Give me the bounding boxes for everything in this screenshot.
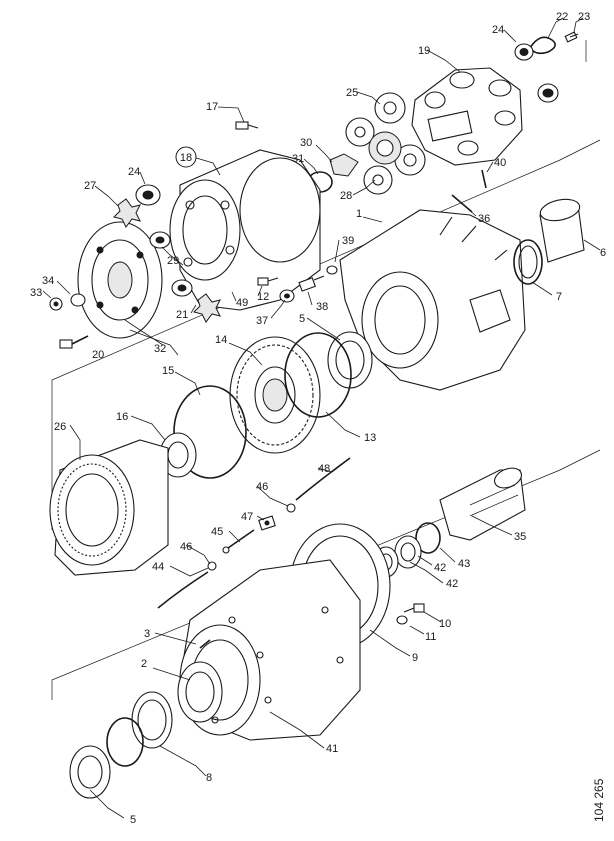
- callout-15: 15: [162, 365, 174, 377]
- callout-13: 13: [364, 432, 376, 444]
- spider-21: [193, 293, 221, 323]
- bolt-20: [59, 335, 89, 349]
- drum-housing-18: [169, 149, 321, 311]
- bolt-38: [298, 275, 325, 292]
- callout-31: 31: [292, 153, 304, 165]
- snap-ring-43: [415, 522, 441, 554]
- callout-18: 18: [180, 152, 192, 164]
- planet-carrier-19: [411, 67, 559, 166]
- bolt-23: [564, 31, 579, 43]
- callout-21: 21: [176, 309, 188, 321]
- bearing-29: [149, 231, 193, 297]
- nut-37: [279, 289, 295, 303]
- spider-27: [113, 198, 141, 228]
- sleeve-6: [539, 198, 585, 263]
- tube-44: [157, 571, 209, 609]
- planet-gears-25: [345, 92, 426, 195]
- callout-47: 47: [241, 511, 253, 523]
- callout-42-left: 42: [434, 562, 446, 574]
- ring-gear-26: [49, 439, 169, 576]
- fitting-46-upper: [286, 503, 296, 513]
- seal-7: [513, 239, 543, 285]
- callout-38: 38: [316, 301, 328, 313]
- callout-48: 48: [318, 463, 330, 475]
- callout-14: 14: [215, 334, 227, 346]
- bolt-33: [49, 297, 63, 311]
- callout-36: 36: [478, 213, 490, 225]
- callout-17: 17: [206, 101, 218, 113]
- callout-18-circled: 18: [175, 146, 197, 168]
- bearing-24-top: [514, 43, 534, 61]
- callout-19: 19: [418, 45, 430, 57]
- bearing-5-lower: [69, 745, 111, 799]
- callout-29: 29: [167, 255, 179, 267]
- snap-ring-13: [284, 332, 352, 418]
- callout-22: 22: [556, 11, 568, 23]
- callout-49: 49: [236, 297, 248, 309]
- seal-ring-8: [131, 691, 173, 749]
- callout-12: 12: [257, 291, 269, 303]
- washer-11: [396, 615, 408, 625]
- snap-ring-15: [173, 385, 247, 479]
- callout-11: 11: [425, 631, 436, 643]
- callout-2: 2: [141, 658, 147, 670]
- callout-35: 35: [514, 531, 526, 543]
- callout-40: 40: [494, 157, 506, 169]
- stud-3: [199, 639, 211, 649]
- pin-40: [481, 169, 487, 189]
- callout-33: 33: [30, 287, 42, 299]
- bolt-45: [222, 529, 255, 554]
- drive-shaft-35: [439, 467, 526, 541]
- bearing-5-upper: [327, 331, 373, 389]
- callout-24-left: 24: [128, 166, 140, 178]
- callout-5-upper: 5: [299, 313, 305, 325]
- callout-41: 41: [326, 743, 338, 755]
- sun-gear-14: [229, 336, 321, 454]
- callout-32: 32: [154, 343, 166, 355]
- spindle-housing-1: [339, 209, 526, 391]
- callout-8: 8: [206, 772, 212, 784]
- washer-42-right: [394, 535, 422, 569]
- callout-42-right: 42: [446, 578, 458, 590]
- callout-7: 7: [556, 291, 562, 303]
- callout-28: 28: [340, 190, 352, 202]
- callout-1: 1: [356, 208, 362, 220]
- callout-16: 16: [116, 411, 128, 423]
- washer-34: [70, 293, 86, 307]
- callout-24-top: 24: [492, 24, 504, 36]
- callout-3: 3: [144, 628, 150, 640]
- hub-carrier-32: [77, 221, 163, 339]
- callouts: 1 2 3 5 5 6 7 8 9 10 11 12 13 14 15 16 1…: [30, 11, 606, 826]
- bearing-24-left: [135, 184, 161, 206]
- callout-23: 23: [578, 11, 590, 23]
- drawing-number: 104 265: [592, 778, 606, 822]
- callout-43: 43: [458, 558, 470, 570]
- leader-lines: [42, 17, 601, 819]
- callout-39: 39: [342, 235, 354, 247]
- callout-5-lower: 5: [130, 814, 136, 826]
- callout-9: 9: [412, 652, 418, 664]
- callout-30: 30: [300, 137, 312, 149]
- callout-25: 25: [346, 87, 358, 99]
- callout-10: 10: [439, 618, 451, 630]
- bolt-17: [235, 121, 259, 130]
- washer-39: [326, 265, 338, 275]
- callout-37: 37: [256, 315, 268, 327]
- snap-ring-22: [529, 36, 556, 55]
- callout-45: 45: [211, 526, 223, 538]
- callout-34: 34: [42, 275, 54, 287]
- bolt-12: [257, 277, 279, 286]
- callout-6: 6: [600, 247, 606, 259]
- callout-26: 26: [54, 421, 66, 433]
- bolt-10: [403, 603, 425, 613]
- callout-46-lower: 46: [180, 541, 192, 553]
- hub-seal-2: [177, 661, 223, 723]
- callout-46-upper: 46: [256, 481, 268, 493]
- o-ring-4: [106, 717, 144, 767]
- callout-27: 27: [84, 180, 96, 192]
- thrust-washer-30: [329, 153, 359, 177]
- callout-44: 44: [152, 561, 164, 573]
- callout-20: 20: [92, 349, 104, 361]
